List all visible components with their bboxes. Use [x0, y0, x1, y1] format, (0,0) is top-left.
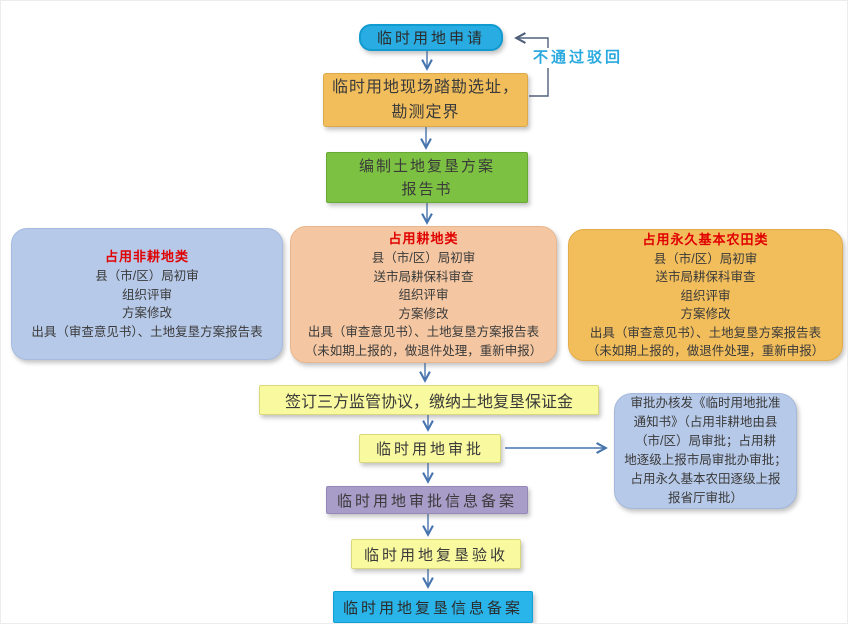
branch-line: 送市局耕保科审查 — [373, 269, 474, 284]
reject-label: 不通过驳回 — [527, 48, 629, 68]
branch-line: （未如期上报的，做退件处理，重新申报） — [586, 344, 825, 358]
branch-title: 占用耕地类 — [388, 231, 459, 246]
note-line: （市/区）局审批；占用耕 — [635, 434, 776, 448]
branch-line: 送市局耕保科审查 — [655, 270, 756, 284]
branch-title: 占用永久基本农田类 — [642, 231, 769, 247]
branch-line: 出具（审查意见书）、土地复垦方案报告表 — [31, 324, 263, 339]
note-line: 地逐级上报市局审批办审批； — [624, 453, 787, 467]
branch-line: 方案修改 — [680, 307, 731, 321]
note-line: 通知书》（占用非耕地由县 — [633, 415, 778, 429]
note-line: 审批办核发《临时用地批准 — [630, 396, 781, 410]
survey-line-1: 临时用地现场踏勘选址， — [331, 79, 519, 96]
branch-line: 出具（审查意见书）、土地复垦方案报告表 — [307, 325, 540, 339]
branch-line: 县（市/区）局初审 — [95, 269, 199, 283]
branch-line: 县（市/区）局初审 — [371, 251, 476, 265]
branch-line: 方案修改 — [121, 306, 172, 320]
node-reclamation-record: 临时用地复垦信息备案 — [333, 591, 533, 623]
branch-title: 占用非耕地类 — [104, 249, 189, 264]
branch-permanent-basic-farmland: 占用永久基本农田类 县（市/区）局初审 送市局耕保科审查 组织评审 方案修改 出… — [568, 229, 843, 361]
branch-line: 组织评审 — [121, 287, 172, 302]
branch-line: （未如期上报的，做退件处理，重新申报） — [304, 343, 543, 358]
node-approval: 临时用地审批 — [359, 434, 501, 463]
survey-line-2: 勘测定界 — [391, 104, 460, 121]
branch-line: 方案修改 — [398, 306, 449, 321]
branch-line: 组织评审 — [398, 288, 449, 302]
node-reclamation-acceptance: 临时用地复垦验收 — [351, 539, 521, 569]
plan-line-2: 报告书 — [401, 180, 453, 198]
node-plan: 编制土地复垦方案 报告书 — [326, 152, 528, 203]
node-survey: 临时用地现场踏勘选址， 勘测定界 — [323, 73, 528, 127]
node-sign-agreement: 签订三方监管协议，缴纳土地复垦保证金 — [259, 385, 599, 415]
branch-line: 组织评审 — [680, 288, 731, 303]
node-approval-record: 临时用地审批信息备案 — [326, 486, 528, 514]
branch-farmland: 占用耕地类 县（市/区）局初审 送市局耕保科审查 组织评审 方案修改 出具（审查… — [290, 226, 557, 363]
branch-non-farmland: 占用非耕地类 县（市/区）局初审 组织评审 方案修改 出具（审查意见书）、土地复… — [11, 228, 283, 360]
note-approval-authority: 审批办核发《临时用地批准 通知书》（占用非耕地由县 （市/区）局审批；占用耕 地… — [614, 393, 797, 509]
note-line: 占用永久基本农田逐级上报 — [630, 472, 781, 486]
plan-line-1: 编制土地复垦方案 — [358, 157, 495, 175]
branch-line: 县（市/区）局初审 — [653, 251, 758, 266]
branch-line: 出具（审查意见书）、土地复垦方案报告表 — [589, 325, 822, 340]
node-apply: 临时用地申请 — [359, 24, 503, 51]
note-line: 报省厅审批） — [667, 491, 743, 505]
